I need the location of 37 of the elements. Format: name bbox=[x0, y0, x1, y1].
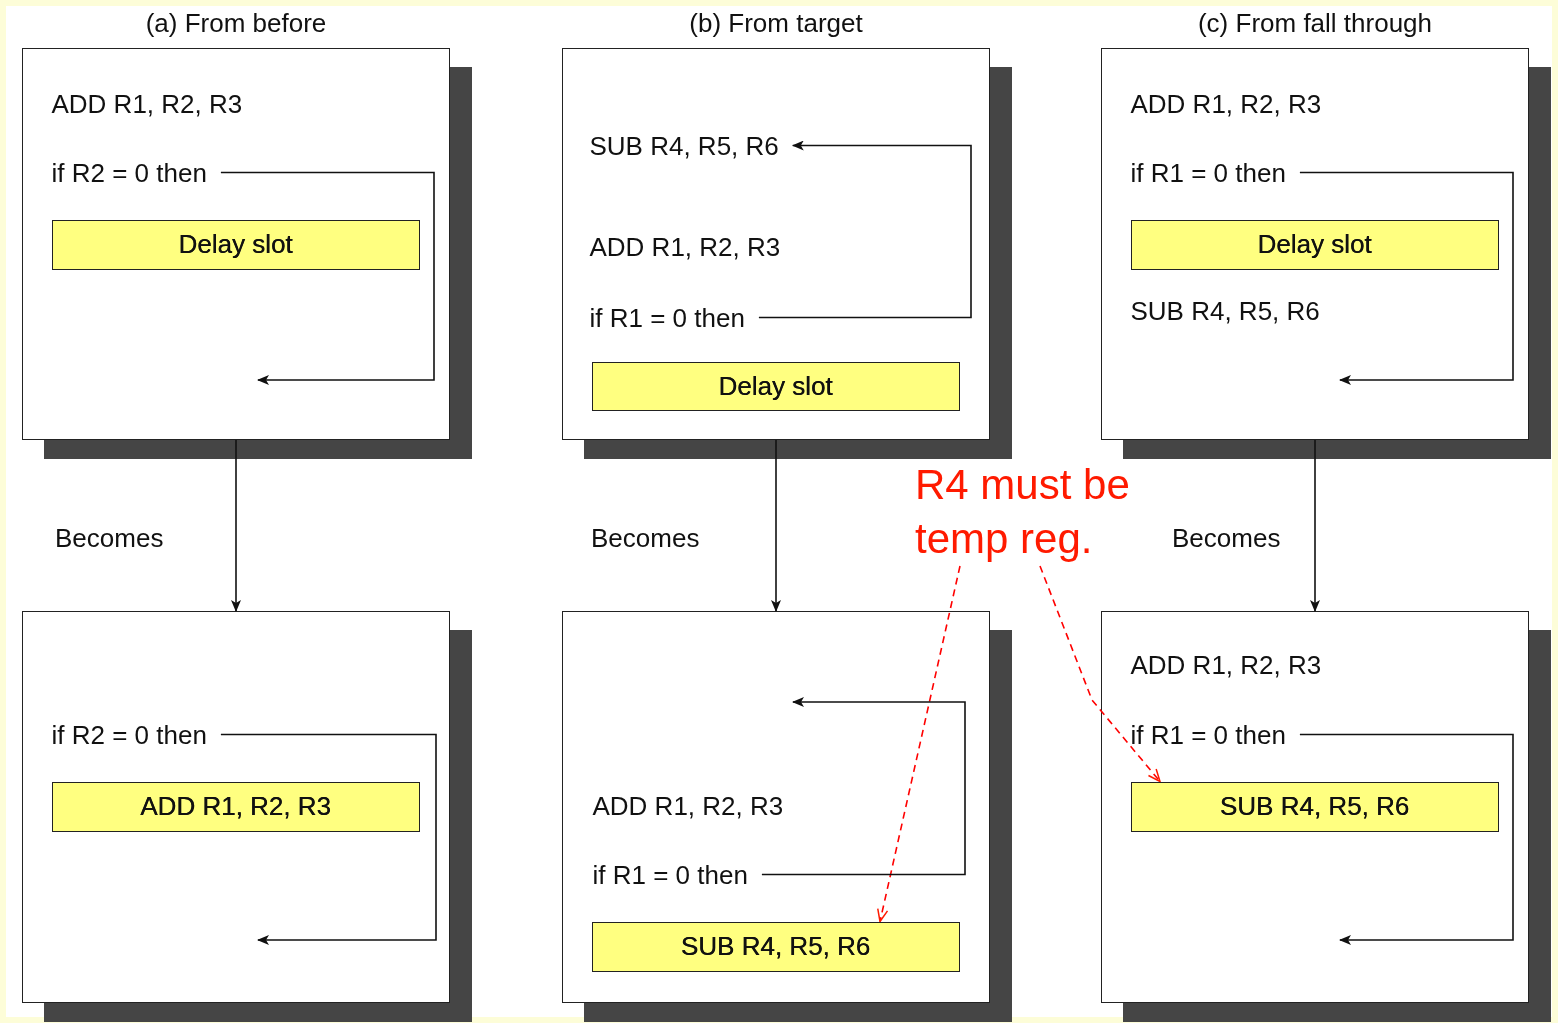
arrow bbox=[231, 439, 241, 612]
edge-label: Becomes bbox=[55, 522, 164, 554]
dashed-arrow bbox=[1039, 565, 1161, 783]
instruction-text: ADD R1, R2, R3 bbox=[592, 789, 784, 822]
annotation-note: R4 must be temp reg. bbox=[915, 458, 1165, 566]
arrow bbox=[771, 439, 781, 612]
instruction-text: if R1 = 0 then bbox=[592, 858, 748, 891]
instruction-text: ADD R1, R2, R3 bbox=[1130, 87, 1322, 120]
arrow bbox=[1310, 439, 1320, 612]
arrow bbox=[1299, 733, 1514, 945]
highlighted-slot: Delay slot bbox=[591, 361, 960, 411]
arrow bbox=[220, 171, 435, 385]
highlighted-slot: SUB R4, R5, R6 bbox=[1130, 781, 1499, 832]
arrow bbox=[220, 733, 437, 945]
panel-heading: (c) From fall through bbox=[1196, 7, 1434, 39]
instruction-text: if R1 = 0 then bbox=[589, 301, 745, 334]
panel-heading: (b) From target bbox=[688, 7, 864, 39]
highlighted-slot: Delay slot bbox=[1130, 219, 1499, 270]
instruction-text: ADD R1, R2, R3 bbox=[589, 230, 781, 263]
panel-heading: (a) From before bbox=[144, 7, 328, 39]
arrow bbox=[1299, 171, 1514, 385]
instruction-text: ADD R1, R2, R3 bbox=[1130, 648, 1322, 681]
instruction-text: if R2 = 0 then bbox=[51, 718, 207, 751]
arrow bbox=[758, 140, 972, 319]
highlighted-slot: ADD R1, R2, R3 bbox=[51, 781, 420, 832]
edge-label: Becomes bbox=[1172, 522, 1281, 554]
instruction-text: if R1 = 0 then bbox=[1130, 156, 1286, 189]
instruction-text: ADD R1, R2, R3 bbox=[51, 87, 243, 120]
instruction-text: if R1 = 0 then bbox=[1130, 718, 1286, 751]
arrow bbox=[761, 697, 966, 876]
instruction-text: SUB R4, R5, R6 bbox=[589, 129, 779, 162]
edge-label: Becomes bbox=[591, 522, 700, 554]
highlighted-slot: SUB R4, R5, R6 bbox=[591, 921, 960, 972]
instruction-text: SUB R4, R5, R6 bbox=[1130, 294, 1320, 327]
dashed-arrow bbox=[877, 565, 961, 923]
instruction-text: if R2 = 0 then bbox=[51, 156, 207, 189]
highlighted-slot: Delay slot bbox=[51, 219, 420, 270]
